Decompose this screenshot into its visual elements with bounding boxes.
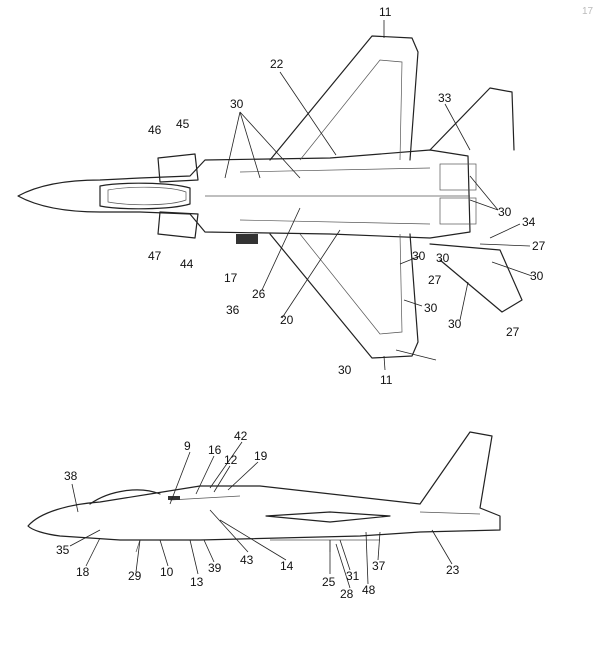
label-9: 9 <box>184 439 191 453</box>
label-34: 34 <box>522 215 536 229</box>
label-25: 25 <box>322 575 336 589</box>
label-29: 29 <box>128 569 142 583</box>
label-45: 45 <box>176 117 190 131</box>
label-39: 39 <box>208 561 222 575</box>
label-30-g: 30 <box>448 317 462 331</box>
label-26: 26 <box>252 287 266 301</box>
label-30-e: 30 <box>530 269 544 283</box>
label-37: 37 <box>372 559 386 573</box>
label-28: 28 <box>340 587 354 601</box>
label-11-bottom: 11 <box>380 373 393 387</box>
label-27-b: 27 <box>428 273 442 287</box>
label-38: 38 <box>64 469 78 483</box>
top-labels: 11 22 30 33 46 45 30 34 27 47 44 17 36 2… <box>148 5 546 387</box>
side-leaders <box>69 441 453 589</box>
label-14: 14 <box>280 559 294 573</box>
label-22: 22 <box>270 57 284 71</box>
label-48: 48 <box>362 583 376 597</box>
label-12: 12 <box>224 453 238 467</box>
label-30-a: 30 <box>230 97 244 111</box>
label-42: 42 <box>234 429 248 443</box>
label-47: 47 <box>148 249 162 263</box>
label-35: 35 <box>56 543 70 557</box>
label-30-d: 30 <box>436 251 450 265</box>
label-30-b: 30 <box>498 205 512 219</box>
label-44: 44 <box>180 257 194 271</box>
label-46: 46 <box>148 123 162 137</box>
top-leaders <box>224 20 533 371</box>
label-33: 33 <box>438 91 452 105</box>
label-13: 13 <box>190 575 204 589</box>
label-19: 19 <box>254 449 268 463</box>
label-17: 17 <box>224 271 238 285</box>
label-18: 18 <box>76 565 90 579</box>
label-23: 23 <box>446 563 460 577</box>
label-36: 36 <box>226 303 240 317</box>
side-labels: 9 16 42 12 19 38 35 18 29 10 13 39 43 14… <box>56 429 460 601</box>
label-27-a: 27 <box>532 239 546 253</box>
label-30-h: 30 <box>338 363 352 377</box>
label-43: 43 <box>240 553 254 567</box>
label-27-c: 27 <box>506 325 520 339</box>
label-10: 10 <box>160 565 174 579</box>
top-view <box>17 35 523 359</box>
label-30-f: 30 <box>424 301 438 315</box>
label-11-top: 11 <box>379 5 392 19</box>
label-30-c: 30 <box>412 249 426 263</box>
corner-mark: 17 <box>582 6 594 17</box>
label-16: 16 <box>208 443 222 457</box>
label-31: 31 <box>346 569 360 583</box>
label-20: 20 <box>280 313 294 327</box>
